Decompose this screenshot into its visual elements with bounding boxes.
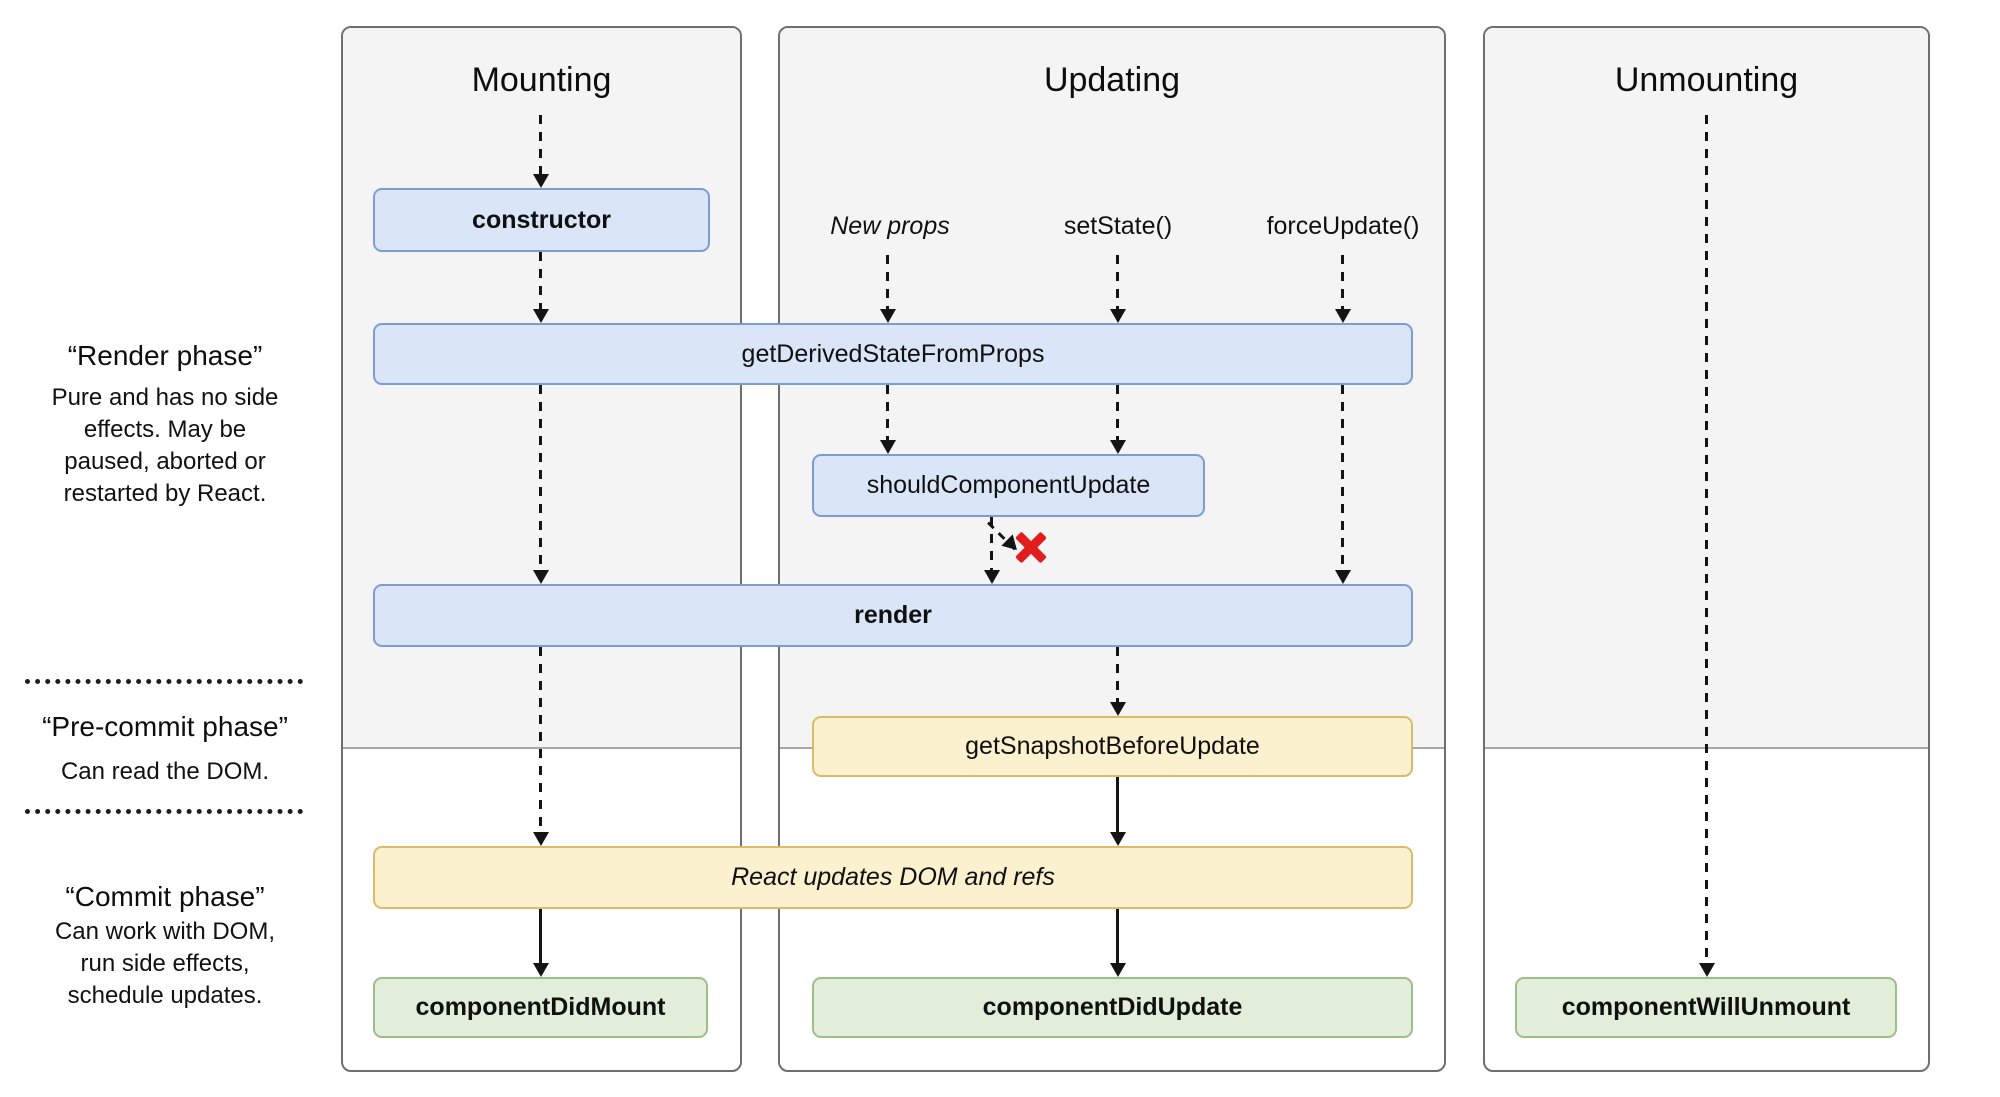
method-box-component-did-update[interactable]: componentDidUpdate [812, 977, 1413, 1038]
column-title-unmounting: Unmounting [1614, 61, 1799, 99]
arrow-constructor-to-getderived [539, 252, 542, 309]
arrow-reactupdates-to-didmount [539, 909, 542, 963]
arrowhead-down-icon [533, 174, 549, 188]
arrowhead-down-icon [1110, 702, 1126, 716]
method-box-get-snapshot-before-update[interactable]: getSnapshotBeforeUpdate [812, 716, 1413, 777]
arrow-newprops-to-getderived [886, 255, 889, 309]
reject-x-icon [1013, 529, 1049, 565]
arrow-reactupdates-to-didupdate [1116, 909, 1119, 963]
arrowhead-down-icon [1335, 309, 1351, 323]
method-box-constructor[interactable]: constructor [373, 188, 710, 252]
arrowhead-down-icon [1110, 832, 1126, 846]
render-phase-description: Pure and has no side effects. May be pau… [51, 384, 279, 507]
commit-phase-description: Can work with DOM, run side effects, sch… [54, 918, 276, 1009]
arrow-unmounting-to-willunmount [1705, 115, 1708, 963]
arrow-forceupdate-bypass-to-render [1341, 385, 1344, 570]
pre-commit-phase-title: “Pre-commit phase” [42, 711, 288, 742]
column-title-updating: Updating [1043, 61, 1181, 99]
arrow-getderived-to-render-mounting [539, 385, 542, 570]
arrow-getderived-to-shouldupdate-right [1116, 385, 1119, 440]
arrowhead-down-icon [1110, 963, 1126, 977]
arrowhead-down-icon [1699, 963, 1715, 977]
arrowhead-down-icon [880, 440, 896, 454]
arrow-setstate-to-getderived [1116, 255, 1119, 309]
render-phase-title: “Render phase” [67, 340, 263, 371]
pre-commit-phase-description: Can read the DOM. [60, 758, 270, 785]
arrowhead-down-icon [533, 832, 549, 846]
phase-separator-line [25, 679, 303, 684]
method-box-should-component-update[interactable]: shouldComponentUpdate [812, 454, 1205, 517]
commit-phase-title: “Commit phase” [65, 881, 265, 912]
method-box-component-did-mount[interactable]: componentDidMount [373, 977, 708, 1038]
arrow-getsnapshot-to-reactupdates [1116, 777, 1119, 832]
method-box-component-will-unmount[interactable]: componentWillUnmount [1515, 977, 1897, 1038]
arrowhead-down-icon [533, 570, 549, 584]
arrowhead-down-icon [1110, 309, 1126, 323]
trigger-set-state[interactable]: setState() [1063, 212, 1173, 240]
arrow-getderived-to-shouldupdate-left [886, 385, 889, 440]
method-box-get-derived-state-from-props[interactable]: getDerivedStateFromProps [373, 323, 1413, 385]
column-updating: Updating [778, 26, 1446, 1072]
trigger-force-update[interactable]: forceUpdate() [1266, 212, 1420, 240]
method-box-render[interactable]: render [373, 584, 1413, 647]
arrow-render-to-reactupdates-mounting [539, 647, 542, 832]
arrow-shouldupdate-to-render [990, 517, 993, 570]
arrow-mounting-start [539, 115, 542, 174]
arrowhead-down-icon [880, 309, 896, 323]
phase-separator-line [25, 809, 303, 814]
arrow-render-to-getsnapshot [1116, 647, 1119, 702]
arrowhead-down-icon [984, 570, 1000, 584]
arrowhead-down-icon [533, 963, 549, 977]
column-title-mounting: Mounting [471, 61, 612, 99]
arrowhead-down-icon [1335, 570, 1351, 584]
arrowhead-down-icon [1110, 440, 1126, 454]
trigger-new-props: New props [830, 212, 950, 240]
step-box-react-updates-dom: React updates DOM and refs [373, 846, 1413, 909]
arrow-forceupdate-to-getderived [1341, 255, 1344, 309]
arrowhead-down-icon [533, 309, 549, 323]
